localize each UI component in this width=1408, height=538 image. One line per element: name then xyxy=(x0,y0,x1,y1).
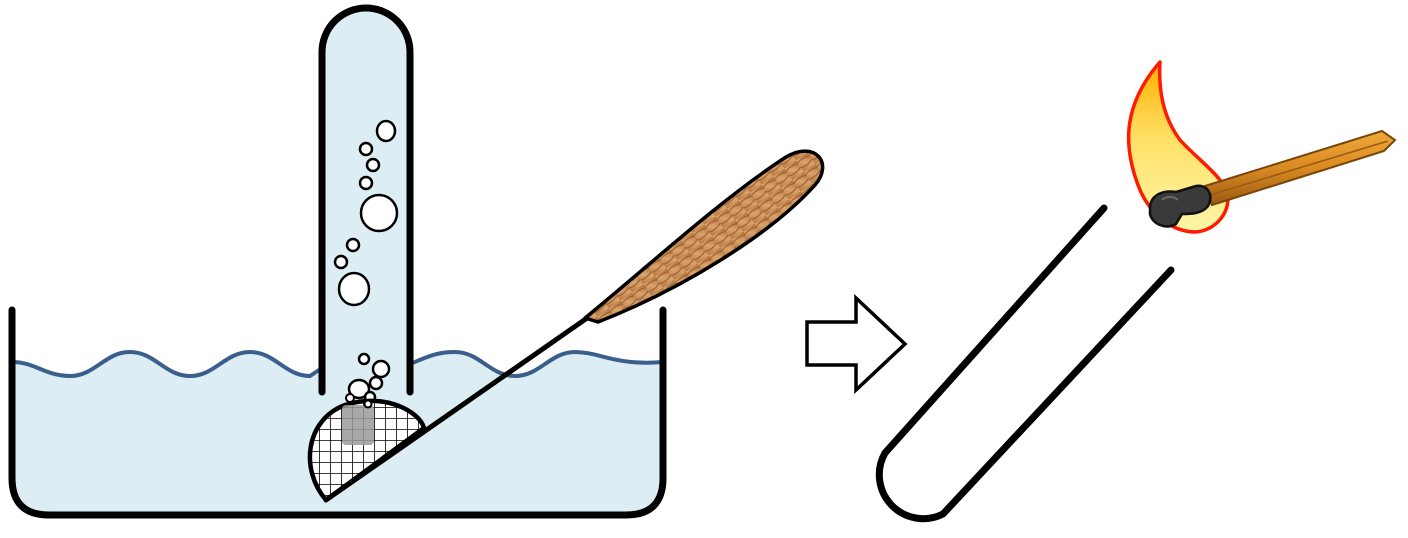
burning-match xyxy=(1126,60,1397,234)
bubble xyxy=(375,119,397,143)
trough-outline xyxy=(8,306,667,519)
right-arrow-outline-icon xyxy=(805,293,908,395)
test-tube-tilted xyxy=(875,204,1175,523)
test-tube-outline xyxy=(318,4,414,396)
bubble xyxy=(345,237,361,253)
bubble xyxy=(368,375,384,391)
bubble xyxy=(347,378,371,400)
bubble xyxy=(363,399,373,409)
bubble xyxy=(337,271,371,307)
inverted-test-tube xyxy=(318,4,414,404)
bubble xyxy=(357,352,371,366)
bubble xyxy=(365,157,381,173)
bubble xyxy=(358,141,374,157)
tilted-tube-outline xyxy=(875,204,1175,523)
mesh-basket xyxy=(307,398,427,503)
water-surface-right xyxy=(409,349,664,379)
scoop-rod xyxy=(323,313,593,503)
bubble xyxy=(358,175,374,191)
metal-piece xyxy=(342,405,374,445)
water-surface xyxy=(11,349,324,379)
match-head xyxy=(1148,184,1212,228)
bubble xyxy=(371,359,391,379)
mesh-scoop xyxy=(307,149,825,503)
bubble xyxy=(345,393,355,403)
gas-bubbles xyxy=(333,119,399,404)
wooden-handle xyxy=(583,149,825,324)
bubble xyxy=(333,254,349,270)
bubble xyxy=(359,193,399,233)
